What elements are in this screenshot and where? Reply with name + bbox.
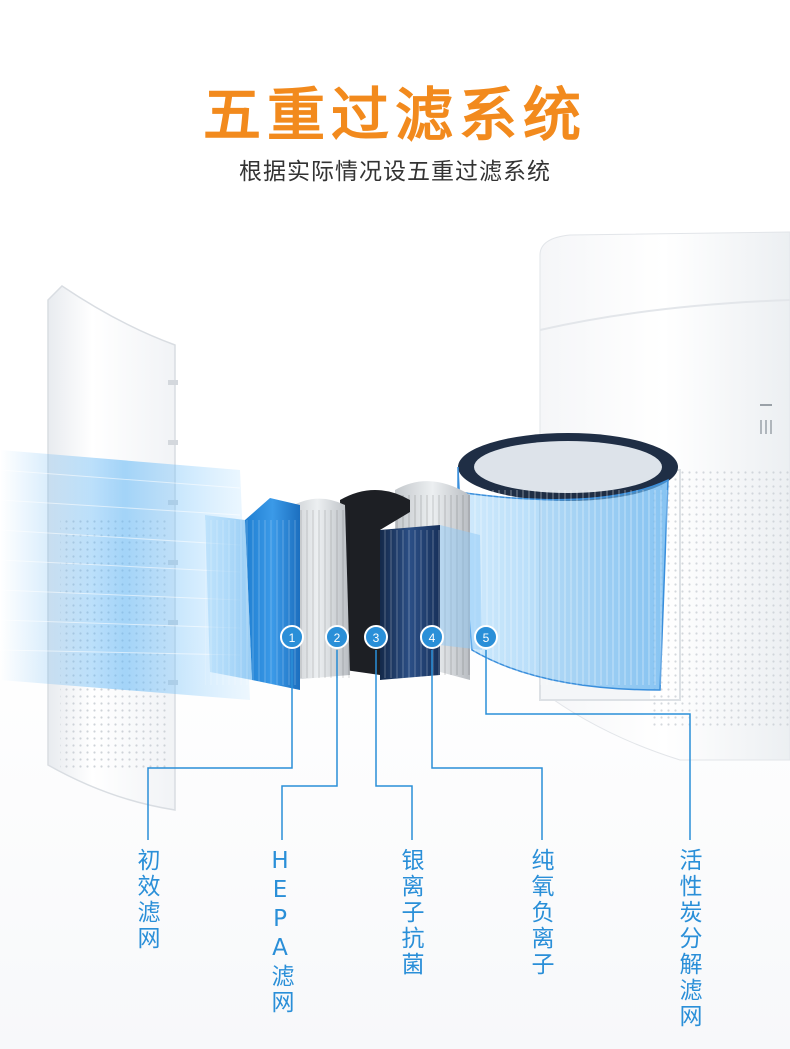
callout-line-1 [147,650,293,840]
filter-label-3: 银离子抗菌 [397,848,423,978]
badge-number: 3 [373,631,380,645]
badge-number: 2 [334,631,341,645]
filter-layer-1 [205,498,300,690]
callout-lines [147,650,691,840]
badge-number: 1 [289,631,296,645]
badge-3: 3 [364,625,388,649]
indicator-lines [760,420,772,434]
filter-label-1: 初效滤网 [133,848,159,952]
filter-label-2: HEPA滤网 [267,848,293,1016]
filter-label-4: 纯氧负离子 [527,848,553,978]
page-title: 五重过滤系统 [202,81,587,149]
badge-2: 2 [325,625,349,649]
air-flow [0,450,250,700]
callout-line-4 [431,650,543,840]
badge-number: 4 [429,631,436,645]
callout-line-3 [375,650,413,840]
badge-4: 4 [420,625,444,649]
filter-label-5: 活性炭分解滤网 [675,848,701,1030]
badge-1: 1 [280,625,304,649]
page-subtitle: 根据实际情况设五重过滤系统 [239,159,551,185]
badge-5: 5 [474,625,498,649]
callout-line-2 [281,650,338,840]
filter-system-illustration: 1 2 3 4 5 [0,231,790,840]
filter-layer-5 [457,433,678,691]
callout-line-5 [485,650,691,840]
badge-number: 5 [483,631,490,645]
